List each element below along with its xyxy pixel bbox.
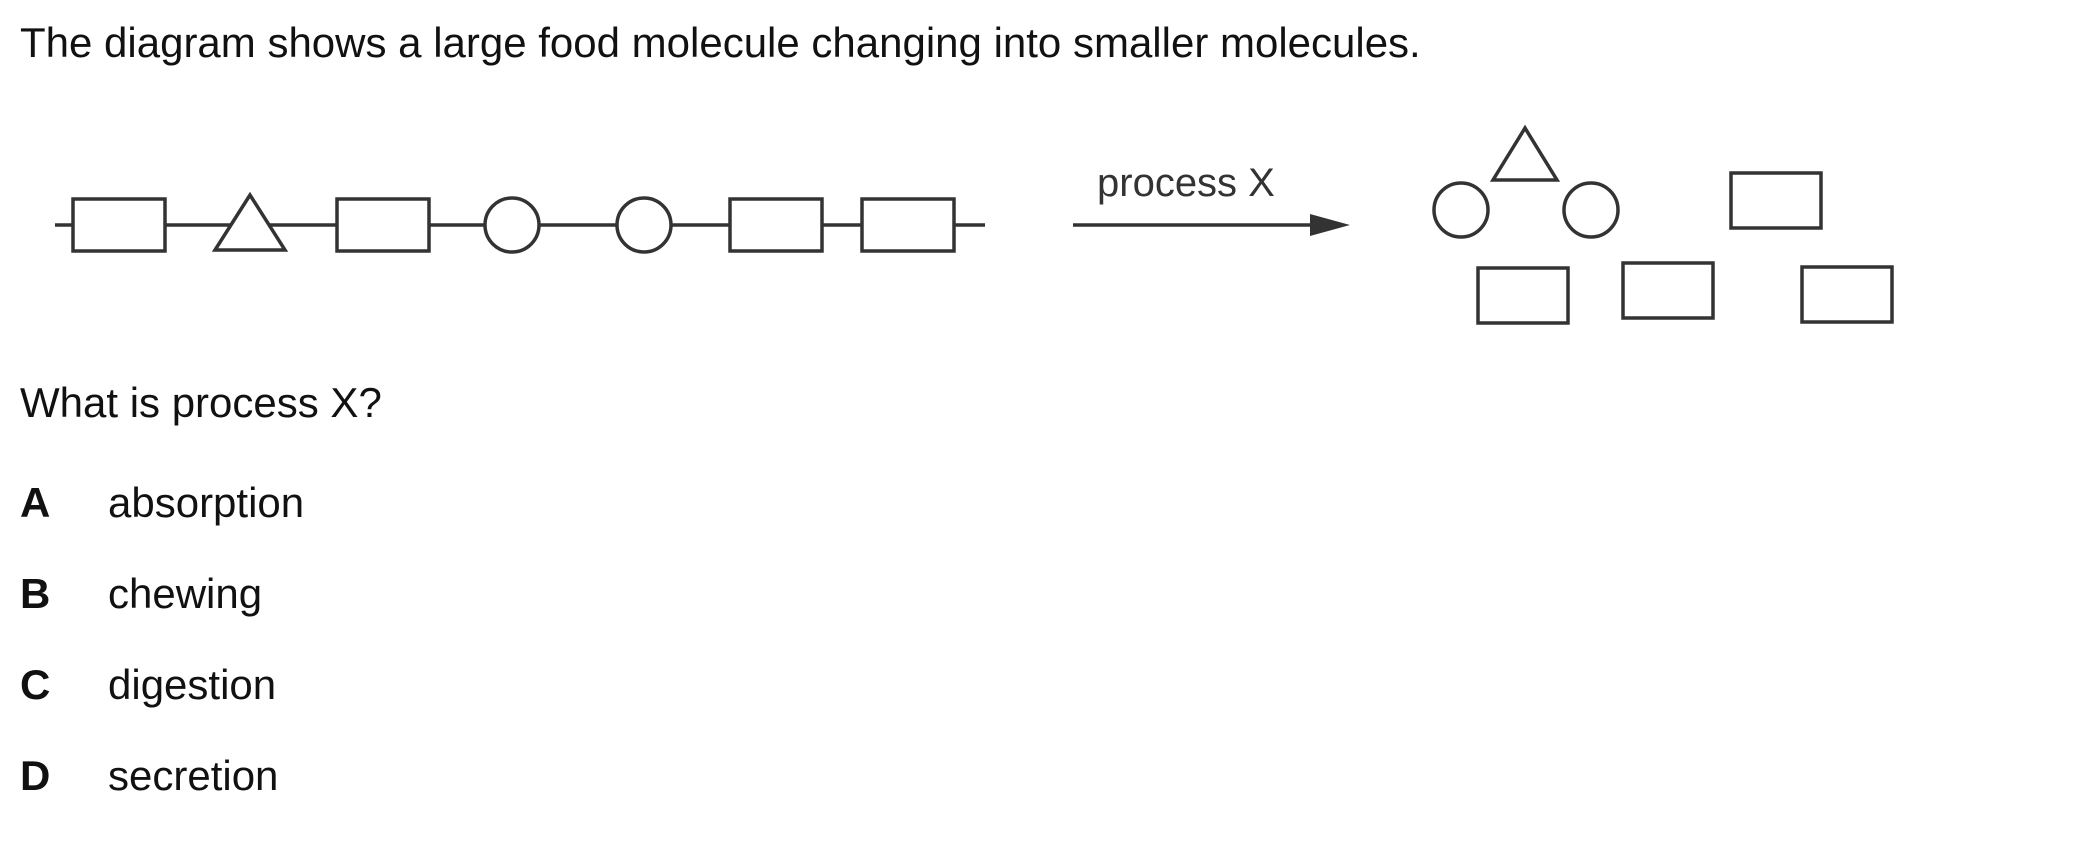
small-molecule-circle [1432, 181, 1490, 239]
option-text: secretion [108, 752, 279, 799]
small-molecule-triangle [1489, 124, 1561, 182]
molecule-diagram: process X [55, 124, 1894, 325]
chain-unit-rectangle [860, 197, 956, 253]
option-letter: C [20, 661, 51, 708]
option-text: chewing [108, 570, 263, 617]
answer-option-d[interactable]: D secretion [20, 751, 304, 842]
question-intro: The diagram shows a large food molecule … [20, 19, 1421, 66]
chain-unit-rectangle [728, 197, 824, 253]
process-label: process X [1097, 161, 1275, 205]
chain-unit-rectangle [335, 197, 431, 253]
option-text: digestion [108, 661, 277, 708]
answer-option-c[interactable]: C digestion [20, 660, 304, 751]
chain-unit-triangle [211, 191, 289, 252]
chain-unit-circle [615, 196, 673, 254]
answer-option-a[interactable]: A absorption [20, 478, 304, 569]
option-text: absorption [108, 479, 305, 526]
option-letter: B [20, 570, 51, 617]
option-letter: A [20, 479, 51, 526]
answer-options: A absorption B chewing C digestion D sec… [20, 478, 304, 842]
small-molecule-circle [1562, 181, 1620, 239]
chain-unit-circle [483, 196, 541, 254]
question-prompt: What is process X? [20, 379, 382, 426]
process-arrow-head [1310, 214, 1350, 236]
small-molecule-rectangle [1729, 171, 1823, 230]
option-letter: D [20, 752, 51, 799]
small-molecule-rectangle [1800, 265, 1894, 324]
small-molecule-rectangle [1476, 266, 1570, 325]
chain-unit-rectangle [71, 197, 167, 253]
small-molecule-rectangle [1621, 261, 1715, 320]
answer-option-b[interactable]: B chewing [20, 569, 304, 660]
